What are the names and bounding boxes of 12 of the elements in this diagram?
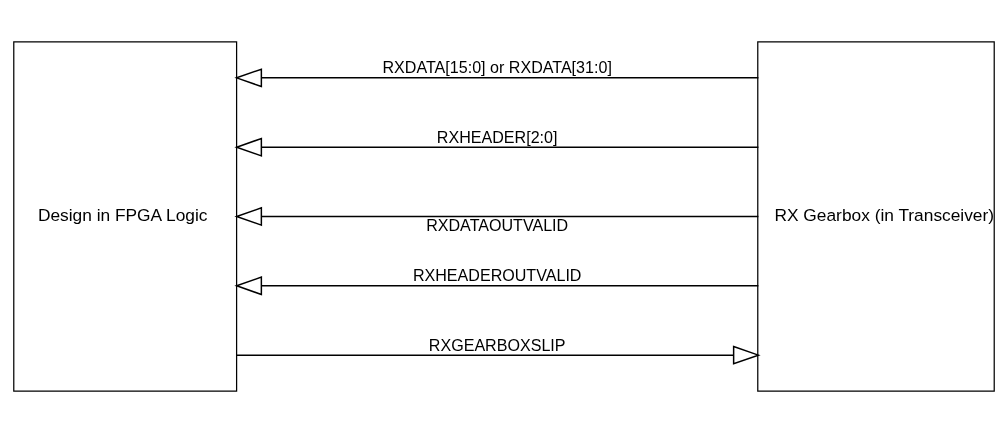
- arrow: [235, 344, 761, 365]
- node-box: Design in FPGA Logic: [13, 40, 238, 392]
- edge-label: RXDATA[15:0] or RXDATA[31:0]: [382, 57, 612, 76]
- arrow: [234, 67, 760, 88]
- edge-label: RXGEARBOXSLIP: [428, 335, 566, 354]
- node-box: RX Gearbox (in Transceiver): [757, 40, 995, 392]
- edge-label: RXHEADEROUTVALID: [412, 265, 582, 284]
- arrow: [234, 275, 760, 296]
- arrow: [234, 136, 760, 157]
- arrow: [234, 206, 760, 226]
- edge-label: RXHEADER[2:0]: [436, 127, 558, 146]
- edge-label: RXDATAOUTVALID: [426, 215, 569, 234]
